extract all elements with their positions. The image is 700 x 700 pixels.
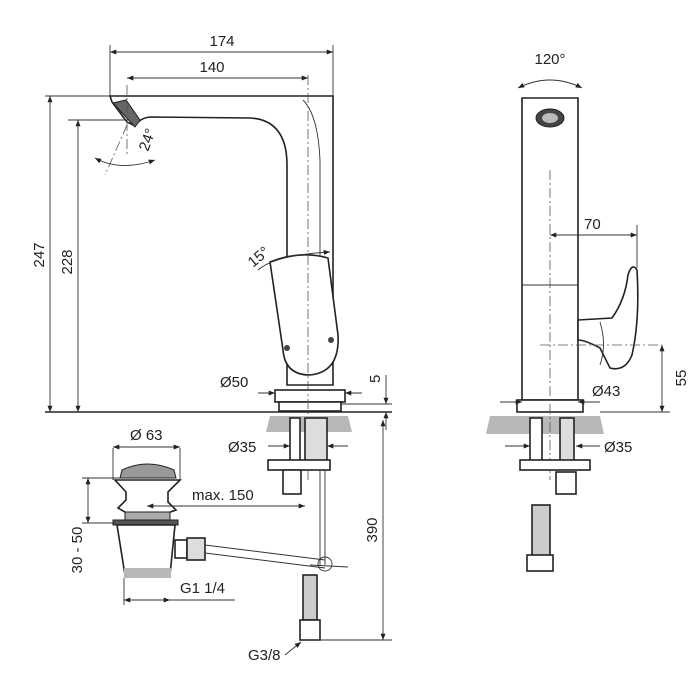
deck-section-right bbox=[486, 416, 604, 434]
side-dimensions: 120° 70 55 Ø43 Ø35 bbox=[500, 51, 690, 456]
dim-diameter-50: Ø50 bbox=[220, 374, 248, 391]
dim-247: 247 bbox=[31, 242, 48, 267]
angle-120: 120° bbox=[534, 51, 565, 68]
dim-5: 5 bbox=[367, 375, 384, 383]
dim-max-150: max. 150 bbox=[192, 487, 254, 504]
dim-174: 174 bbox=[209, 33, 234, 50]
front-fixing bbox=[267, 417, 331, 565]
dim-diameter-63: Ø 63 bbox=[130, 427, 163, 444]
waste-dimensions: Ø 63 max. 150 30 - 50 G1 1/4 390 G3/8 bbox=[69, 420, 392, 664]
thread-g1-1-4: G1 1/4 bbox=[180, 580, 225, 597]
dim-55: 55 bbox=[673, 370, 690, 387]
pop-up-waste bbox=[112, 463, 349, 641]
dim-diameter-35-side: Ø35 bbox=[604, 439, 632, 456]
side-lever bbox=[577, 266, 639, 370]
dim-390: 390 bbox=[364, 517, 381, 542]
dim-70: 70 bbox=[584, 216, 601, 233]
dim-diameter-35-front: Ø35 bbox=[228, 439, 256, 456]
lever-handle bbox=[269, 254, 339, 376]
aerator bbox=[112, 99, 141, 128]
angle-24: 24° bbox=[136, 126, 160, 153]
dim-140: 140 bbox=[199, 59, 224, 76]
angle-15: 15° bbox=[245, 243, 273, 271]
side-view-faucet bbox=[516, 97, 662, 572]
thread-g3-8: G3/8 bbox=[248, 647, 281, 664]
dim-228: 228 bbox=[59, 249, 76, 274]
dim-diameter-43: Ø43 bbox=[592, 383, 620, 400]
dim-30-50: 30 - 50 bbox=[69, 527, 86, 574]
front-view-faucet bbox=[104, 75, 346, 480]
base-ring bbox=[274, 389, 346, 403]
